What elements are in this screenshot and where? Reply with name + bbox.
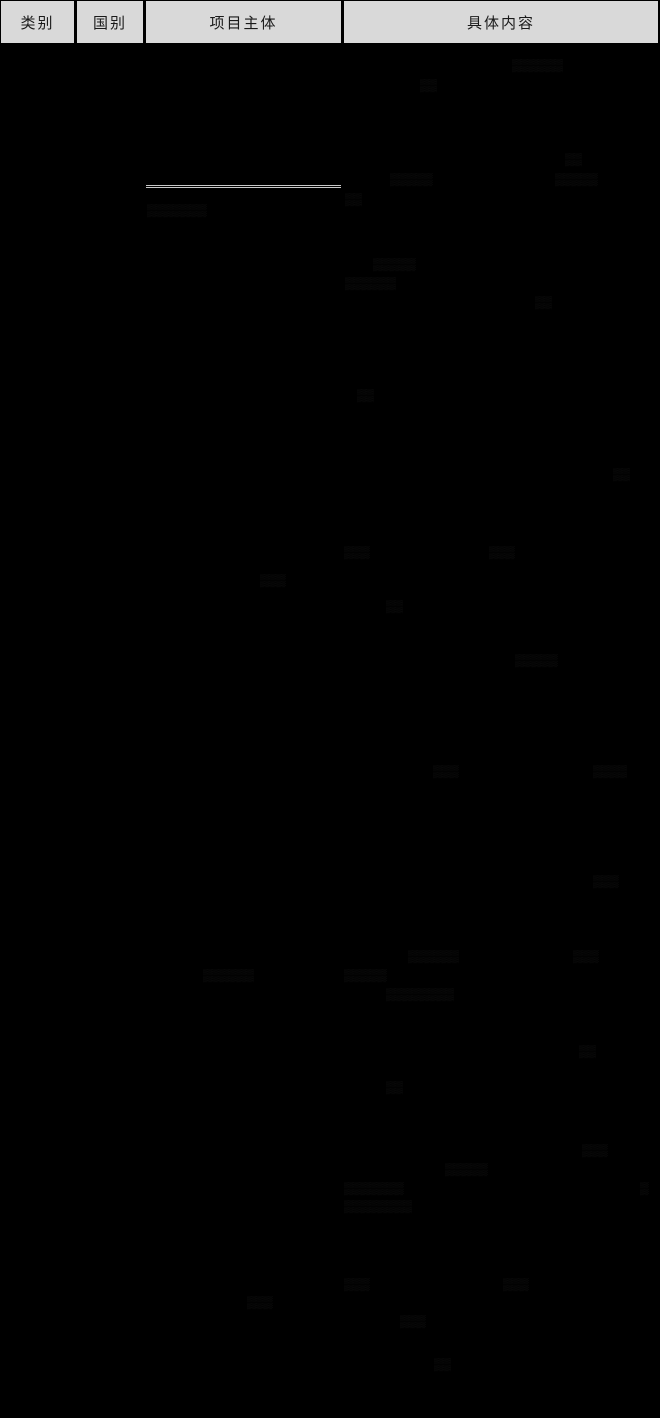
cell-text-fragment: ▒▒▒ [593,874,619,888]
cell-text-fragment: ▒▒ [345,192,363,206]
cell-text-fragment: ▒▒▒ [489,545,515,559]
cell-text-fragment: ▒▒▒▒▒▒ [512,58,564,72]
header-category: 类别 [1,1,74,43]
cell-text-fragment: ▒▒ [386,599,404,613]
table-header-row: 类别 国别 项目主体 具体内容 [0,0,660,45]
cell-text-fragment: ▒▒ [420,78,438,92]
cell-text-fragment: ▒▒▒▒ [593,764,628,778]
cell-text-fragment: ▒▒▒ [344,1277,370,1291]
header-specific-content: 具体内容 [344,1,658,43]
cell-text-fragment: ▒▒▒ [582,1143,608,1157]
cell-text-fragment: ▒▒▒▒▒ [515,653,558,667]
cell-text-fragment: ▒▒ [434,1357,452,1371]
cell-text-fragment: ▒▒▒▒▒▒ [345,276,397,290]
cell-text-fragment: ▒▒▒▒▒▒ [203,968,255,982]
cell-text-fragment: ▒▒▒▒▒ [344,968,387,982]
cell-text-fragment: ▒▒ [579,1044,597,1058]
cell-text-fragment: ▒▒▒▒▒▒▒▒ [344,1199,413,1213]
cell-text-fragment: ▒ [640,1181,649,1195]
cell-text-fragment: ▒▒▒▒▒▒▒▒ [386,987,455,1001]
cell-text-fragment: ▒▒▒ [503,1277,529,1291]
cell-text-fragment: ▒▒▒ [433,764,459,778]
cell-text-fragment: ▒▒ [357,388,375,402]
cell-divider-line [146,185,341,188]
cell-text-fragment: ▒▒▒ [573,949,599,963]
cell-text-fragment: ▒▒▒ [247,1295,273,1309]
cell-text-fragment: ▒▒▒ [260,573,286,587]
cell-text-fragment: ▒▒▒▒▒ [555,172,598,186]
cell-text-fragment: ▒▒ [565,152,583,166]
cell-text-fragment: ▒▒▒▒▒▒▒ [147,203,207,217]
cell-text-fragment: ▒▒▒ [400,1314,426,1328]
header-project-entity: 项目主体 [146,1,341,43]
cell-text-fragment: ▒▒▒▒▒ [390,172,433,186]
cell-text-fragment: ▒▒▒▒▒ [373,257,416,271]
cell-text-fragment: ▒▒ [535,295,553,309]
header-country: 国别 [77,1,143,43]
cell-text-fragment: ▒▒ [386,1080,404,1094]
cell-text-fragment: ▒▒▒ [344,545,370,559]
cell-text-fragment: ▒▒ [613,467,631,481]
cell-text-fragment: ▒▒▒▒▒ [445,1162,488,1176]
cell-text-fragment: ▒▒▒▒▒▒▒ [344,1181,404,1195]
cell-text-fragment: ▒▒▒▒▒▒ [408,949,460,963]
